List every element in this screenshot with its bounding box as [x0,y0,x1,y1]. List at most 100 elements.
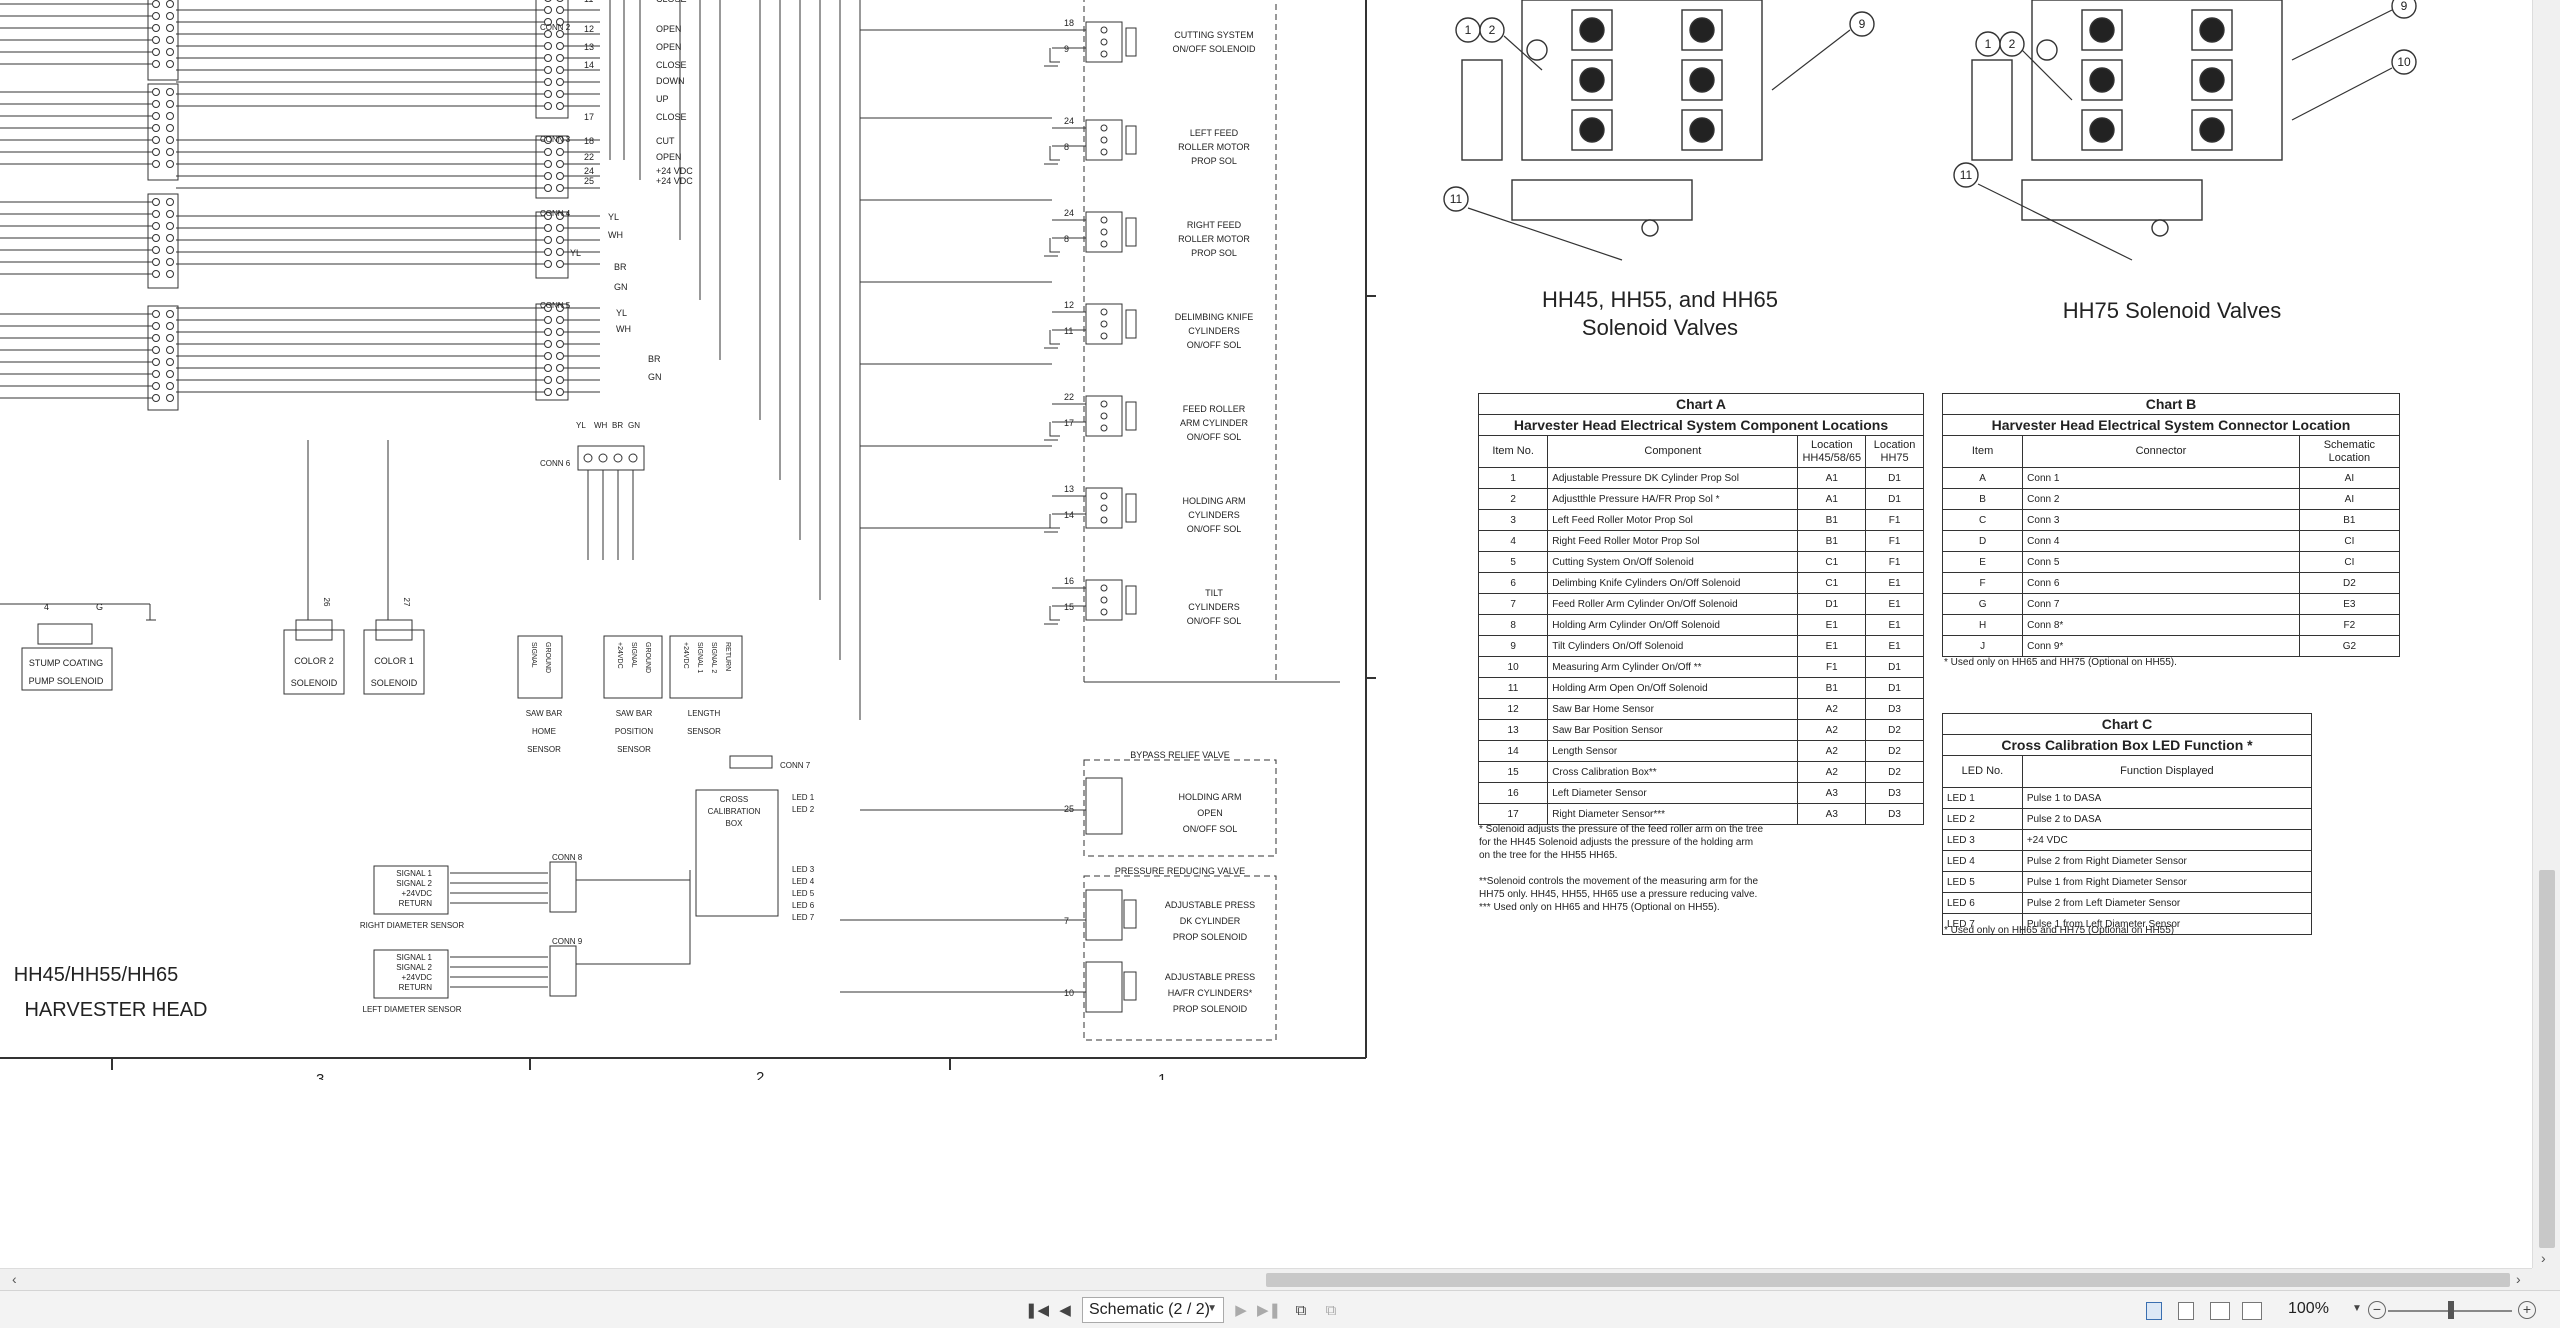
table-cell: Adjustable Pressure DK Cylinder Prop Sol [1547,467,1799,489]
wire-color-label: GN [614,282,628,292]
table-cell: 14 [1477,740,1549,762]
terminal [152,36,160,44]
terminal [1100,400,1108,408]
scroll-right-icon[interactable]: › [2516,1271,2521,1287]
first-page-icon[interactable]: ❚◀ [1024,1302,1050,1319]
terminal-number: 13 [584,42,594,52]
zoom-dropdown-icon[interactable]: ▼ [2352,1303,2362,1314]
zoom-in-icon[interactable]: + [2518,1301,2536,1319]
two-page-continuous-icon[interactable] [2242,1302,2262,1320]
zoom-slider-handle[interactable] [2448,1301,2454,1319]
wire [576,870,691,881]
fit-width-icon[interactable]: ⧉ [1325,1301,1337,1319]
terminal [152,24,160,32]
terminal [166,382,174,390]
table-cell: D2 [2298,572,2401,594]
zoom-level[interactable]: 100% [2288,1300,2329,1317]
column-header: Location HH75 [1865,435,1924,468]
terminal [166,210,174,218]
horizontal-scrollbar[interactable]: ‹ › [0,1268,2532,1290]
terminal-number: 25 [584,176,594,186]
next-page-icon[interactable]: ▶ [1235,1302,1247,1319]
conn-5-label: CONN 5 [540,301,571,310]
table-cell: Conn 4 [2022,530,2300,552]
led-label: LED 2 [792,805,815,814]
terminal [166,0,174,8]
diameter-pin-label: SIGNAL 2 [396,963,432,972]
single-page-icon[interactable] [2146,1302,2162,1320]
terminal-strip [147,193,179,289]
diameter-sensor-box [373,949,449,999]
coil-nut [2199,67,2225,93]
coil-nut [1579,17,1605,43]
solenoid-label: PROP SOL [1191,248,1237,258]
terminal [544,30,552,38]
wire-color-label: G [96,602,103,612]
terminal [1100,596,1108,604]
sensor-pin-label: +24VDC [616,642,623,669]
column-header: Schematic Location [2298,435,2401,468]
continuous-icon[interactable] [2178,1302,2194,1320]
terminal-number: 11 [584,0,593,4]
vertical-scroll-thumb[interactable] [2539,870,2555,1248]
terminal [1100,424,1108,432]
column-header: Function Displayed [2021,755,2313,788]
terminal [544,136,552,144]
valve-block [1521,0,1763,161]
coil-nut [2089,117,2115,143]
terminal [1100,412,1108,420]
terminal [556,328,564,336]
table-cell: Conn 1 [2022,467,2300,489]
conn-2-label: CONN 2 [540,23,571,32]
chart-subtitle: Cross Calibration Box LED Function * [1942,734,2312,756]
calibration-label: CROSS [720,795,748,804]
solenoid-label: ON/OFF SOL [1187,616,1242,626]
solenoid-label: HOLDING ARM [1182,496,1245,506]
vertical-scrollbar[interactable]: › [2532,0,2560,1268]
prev-page-icon[interactable]: ◀ [1059,1302,1071,1319]
terminal-number: 12 [584,24,594,34]
table-cell: F1 [1865,530,1924,552]
zoom-out-icon[interactable]: − [2368,1301,2386,1319]
table-cell: LED 4 [1942,850,2023,872]
two-page-icon[interactable] [2210,1302,2230,1320]
terminal [556,6,564,14]
terminal [166,160,174,168]
table-cell: A3 [1797,782,1867,804]
pressure-valve-frame [1083,875,1277,1041]
horizontal-scroll-thumb[interactable] [1266,1273,2510,1287]
sensor-pin-label: GROUND [544,642,551,673]
conn-label: CONN 9 [552,937,583,946]
callout-circle [1849,11,1875,37]
solenoid-label: HA/FR CYLINDERS* [1168,988,1253,998]
table-cell: Conn 8* [2022,614,2300,636]
page-select[interactable]: Schematic (2 / 2) ▼ [1082,1297,1224,1323]
callout-number: 2 [1489,23,1496,37]
sensor-pin-label: RETURN [724,642,731,671]
scroll-left-icon[interactable]: ‹ [12,1271,17,1287]
last-page-icon[interactable]: ▶❚ [1256,1302,1282,1319]
table-cell: D3 [1865,782,1924,804]
terminal-label: CUT [656,136,675,146]
terminal [152,394,160,402]
solenoid-connector [1085,21,1123,63]
terminal [544,66,552,74]
table-cell: Feed Roller Arm Cylinder On/Off Solenoid [1547,593,1799,615]
wire-number: 7 [1064,916,1069,926]
terminal [556,236,564,244]
scroll-down-icon[interactable]: › [2541,1250,2546,1266]
fit-page-icon[interactable]: ⧉ [1295,1301,1307,1319]
terminal [1100,136,1108,144]
solenoid-connector [1085,961,1123,1013]
table-cell: D1 [1865,656,1924,678]
table-cell: B1 [2298,509,2401,531]
